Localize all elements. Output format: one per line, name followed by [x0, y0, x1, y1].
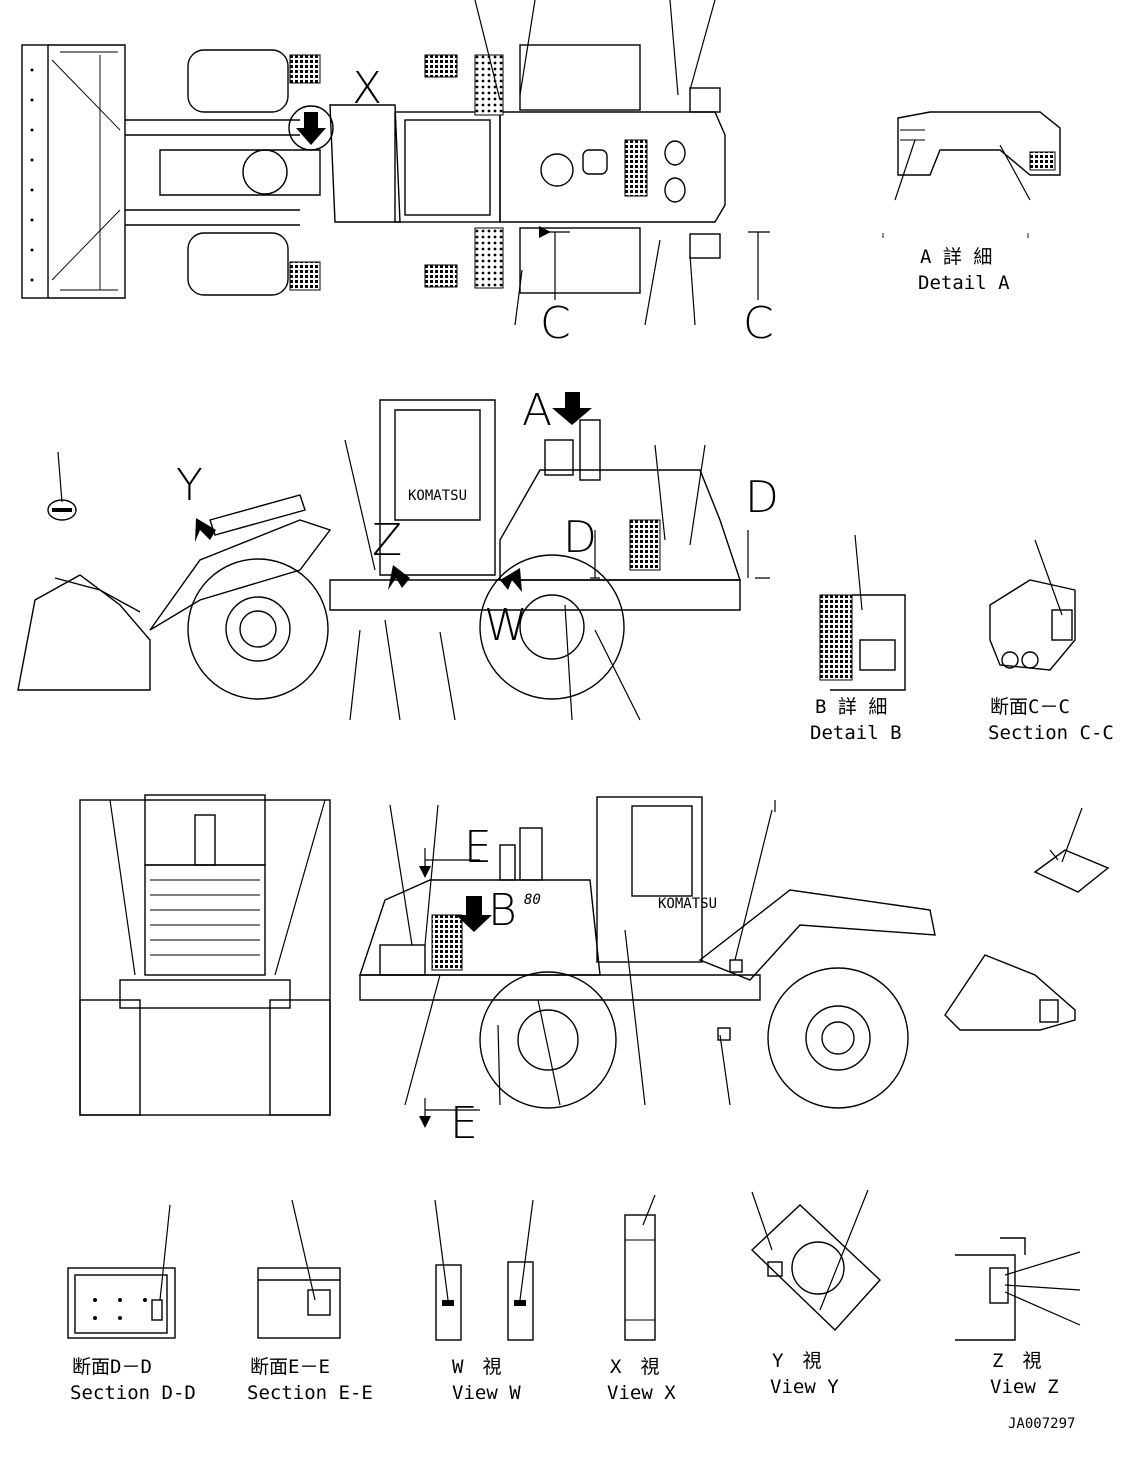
view-x-drawing	[624, 1194, 656, 1341]
section-dd-caption-en: Section D-D	[70, 1382, 196, 1404]
view-z-caption-en: View Z	[990, 1376, 1059, 1398]
section-letter-d-right: D	[745, 472, 779, 523]
section-letter-d-left: D	[563, 512, 597, 563]
detail-a-caption-jp: A 詳 細	[920, 246, 992, 268]
section-letter-c-right: C	[743, 298, 774, 349]
brand-label-side1: KOMATSU	[408, 488, 467, 504]
detail-a-drawing	[882, 111, 1061, 238]
view-letter-z: Z	[372, 515, 402, 566]
view-y-caption-en: View Y	[770, 1376, 839, 1398]
decal-detail	[1033, 807, 1110, 893]
section-ee-drawing	[257, 1199, 341, 1339]
section-cc-caption-jp: 断面C－C	[990, 696, 1070, 718]
view-z-caption-jp: Z 視	[992, 1350, 1041, 1372]
detail-letter-a: A	[522, 385, 552, 436]
view-w-caption-en: View W	[452, 1382, 521, 1404]
section-cc-drawing	[989, 539, 1076, 671]
section-letter-e-top: E	[464, 822, 492, 873]
brand-label-side2: KOMATSU	[658, 896, 717, 912]
view-w-drawing	[434, 1199, 534, 1341]
top-view	[21, 0, 770, 326]
detail-letter-b: B	[488, 885, 517, 936]
detail-b-caption-en: Detail B	[810, 722, 902, 744]
detail-b-drawing	[819, 534, 906, 691]
section-dd-caption-jp: 断面D－D	[72, 1356, 152, 1378]
section-ee-caption-jp: 断面E－E	[250, 1356, 330, 1378]
detail-b-caption-jp: B 詳 細	[815, 696, 887, 718]
section-cc-caption-en: Section C-C	[988, 722, 1114, 744]
section-letter-e-bottom: E	[450, 1098, 478, 1149]
view-z-drawing	[955, 1237, 1081, 1341]
view-y-drawing	[750, 1189, 881, 1332]
section-ee-caption-en: Section E-E	[247, 1382, 373, 1404]
view-letter-y: Y	[176, 460, 203, 511]
view-w-caption-jp: W 視	[452, 1356, 501, 1378]
model-badge: 80	[524, 892, 541, 908]
side-view-right	[359, 796, 1076, 1122]
drawing-code: JA007297	[1008, 1416, 1075, 1432]
view-letter-w: W	[484, 600, 528, 651]
detail-a-caption-en: Detail A	[918, 272, 1010, 294]
rear-view	[79, 794, 331, 1116]
view-y-caption-jp: Y 視	[772, 1350, 821, 1372]
side-view-left	[17, 392, 770, 721]
view-letter-x: X	[352, 63, 382, 114]
section-dd-drawing	[67, 1204, 176, 1339]
view-x-caption-en: View X	[607, 1382, 676, 1404]
section-letter-c-left: C	[540, 298, 571, 349]
view-x-caption-jp: X 視	[610, 1356, 659, 1378]
